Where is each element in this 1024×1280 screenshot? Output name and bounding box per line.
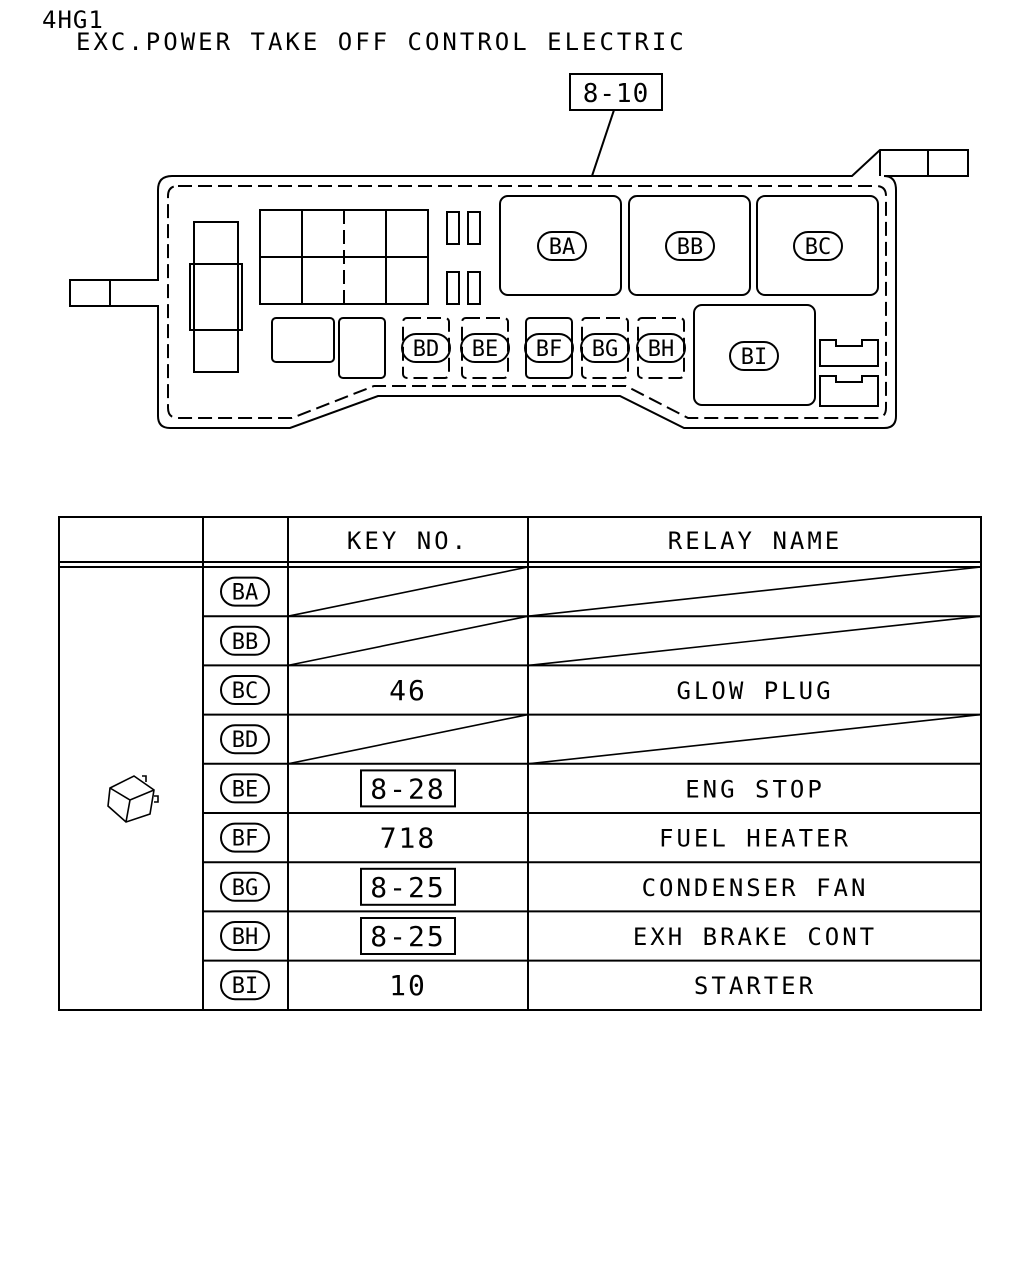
svg-text:BE: BE	[232, 777, 259, 802]
connector-lower	[819, 375, 879, 407]
empty-cell-slash	[527, 566, 982, 617]
relay-slot-ba	[499, 195, 622, 296]
table-row: BG 8-25 CONDENSER FAN	[203, 867, 981, 913]
key-no-value: 10	[389, 969, 427, 1002]
relay-code-label: BA	[220, 576, 270, 607]
ref-leader-line	[591, 109, 615, 177]
relay-code-label: BF	[220, 822, 270, 853]
table-row: BH 8-25 EXH BRAKE CONT	[203, 917, 981, 962]
svg-text:BC: BC	[805, 235, 832, 260]
relay-label-bf: BF	[524, 333, 574, 363]
table-row: BI 10 STARTER	[220, 969, 816, 1002]
svg-text:BC: BC	[232, 679, 259, 704]
diagram-labels: BA BB BC BD BE BF BG BH	[401, 231, 843, 371]
empty-cell-slash	[287, 566, 529, 617]
housing-inner-outline	[167, 185, 887, 419]
key-no-value: 8-28	[370, 772, 445, 805]
table-row: BC 46 GLOW PLUG	[203, 674, 981, 716]
header-relay-name: RELAY NAME	[668, 527, 843, 555]
table-row: BA	[203, 566, 982, 618]
relay-code-label: BI	[220, 970, 270, 1001]
empty-cell-slash	[287, 713, 529, 765]
svg-text:BD: BD	[413, 337, 440, 362]
svg-text:BH: BH	[648, 337, 675, 362]
empty-cell-slash	[527, 713, 982, 765]
svg-text:BG: BG	[592, 337, 619, 362]
svg-text:BI: BI	[741, 345, 768, 370]
relay-label-bc: BC	[793, 231, 843, 261]
svg-text:BB: BB	[677, 235, 704, 260]
relay-name-value: EXH BRAKE CONT	[633, 923, 877, 951]
key-no-value: 8-25	[370, 871, 445, 904]
blank-slot	[338, 317, 386, 379]
relay-slot-bb	[628, 195, 751, 296]
connector-upper	[819, 339, 879, 367]
svg-text:BA: BA	[549, 235, 576, 260]
table-body: BA BB BC 46 GLOW PLUG BD BE 8-28 ENG STOP BF 718 FU…	[203, 566, 982, 1002]
ref-box-frame	[569, 73, 663, 111]
relay-code-label: BH	[220, 921, 270, 951]
relay-slot-bc	[756, 195, 879, 296]
key-no-value: 718	[380, 822, 437, 855]
blank-slot	[271, 317, 335, 363]
relay-code-label: BD	[220, 724, 270, 755]
key-ref-box	[360, 867, 456, 906]
relay-label-bd: BD	[401, 333, 451, 363]
key-ref-box	[360, 769, 456, 808]
relay-code-label: BC	[220, 675, 270, 705]
table-row: BB	[203, 615, 982, 667]
relay-label-bi: BI	[729, 341, 779, 371]
relay-code-label: BB	[220, 625, 270, 656]
relay-name-value: ENG STOP	[685, 775, 825, 803]
svg-text:BF: BF	[232, 827, 259, 852]
key-ref-box	[360, 917, 456, 955]
relay-label-be: BE	[460, 333, 510, 363]
relay-code-label: BE	[220, 773, 270, 804]
relay-label-bb: BB	[665, 231, 715, 261]
relay-name-value: CONDENSER FAN	[642, 874, 869, 902]
fuse-grid	[259, 209, 429, 305]
svg-text:BH: BH	[232, 925, 259, 950]
relay-label-bg: BG	[580, 333, 630, 363]
relay-name-value: STARTER	[694, 972, 816, 1000]
relay-table: KEY NO. RELAY NAME BA BB BC 46 GLOW PLUG BD BE…	[58, 516, 982, 1011]
table-row: BE 8-28 ENG STOP	[203, 769, 981, 814]
relay-slot-bi	[693, 304, 816, 406]
housing-outline	[69, 149, 969, 429]
header-key-no: KEY NO.	[347, 527, 469, 555]
empty-cell-slash	[287, 615, 529, 667]
relay-name-value: GLOW PLUG	[676, 677, 833, 705]
relay-cube-icon	[107, 775, 159, 823]
table-row: BF 718 FUEL HEATER	[203, 822, 981, 864]
relay-label-bh: BH	[636, 333, 686, 363]
svg-text:BB: BB	[232, 630, 259, 655]
relay-name-value: FUEL HEATER	[659, 825, 851, 853]
svg-text:BG: BG	[232, 876, 259, 901]
relay-code-label: BG	[220, 871, 270, 902]
main-fuse	[193, 221, 239, 373]
relay-label-ba: BA	[537, 231, 587, 261]
svg-text:BI: BI	[232, 974, 259, 999]
empty-cell-slash	[527, 615, 982, 667]
ref-box-label: 8-10	[583, 79, 650, 109]
svg-text:BA: BA	[232, 581, 259, 606]
diagram-subtitle: EXC.POWER TAKE OFF CONTROL ELECTRIC	[76, 28, 687, 56]
svg-text:BE: BE	[472, 337, 499, 362]
svg-text:BD: BD	[232, 728, 259, 753]
model-code: 4HG1	[42, 6, 104, 34]
table-row: BD	[203, 713, 982, 765]
svg-text:BF: BF	[536, 337, 563, 362]
key-no-value: 8-25	[370, 920, 445, 953]
relay-box: 8-10	[69, 73, 969, 429]
key-no-value: 46	[389, 674, 427, 707]
